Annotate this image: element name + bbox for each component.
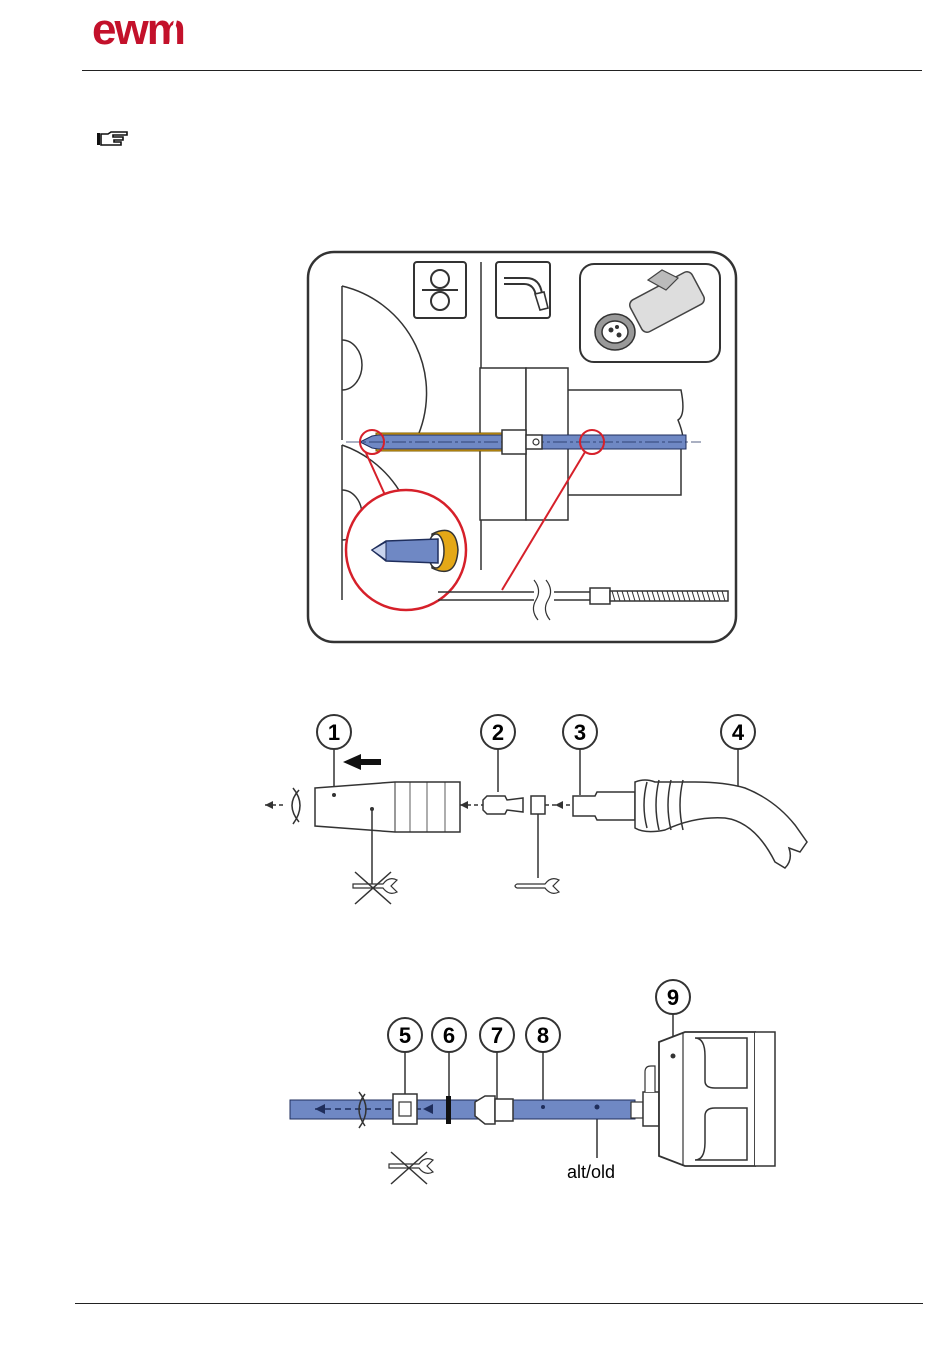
callout-7: 7: [480, 1018, 514, 1052]
callout-3-label: 3: [574, 720, 586, 745]
callout-4-label: 4: [732, 720, 745, 745]
drive-rolls-icon: [414, 262, 466, 318]
ewm-logo: ewm: [92, 6, 222, 48]
liner-insertion-figure: [306, 250, 738, 646]
header-rule: [82, 70, 922, 71]
callout-8-label: 8: [537, 1023, 549, 1048]
callout-3: 3: [563, 715, 597, 749]
wrench-icon: [515, 879, 559, 894]
callout-8: 8: [526, 1018, 560, 1052]
callout-9-label: 9: [667, 985, 679, 1010]
callout-1: 1: [317, 715, 351, 749]
no-wrench-icon: [389, 1152, 433, 1184]
callout-2-label: 2: [492, 720, 504, 745]
old-liner-label: alt/old: [567, 1162, 615, 1182]
callout-4: 4: [721, 715, 755, 749]
callout-5: 5: [388, 1018, 422, 1052]
callout-9: 9: [656, 980, 690, 1014]
torch-neck-icon: [496, 262, 550, 318]
footer-rule: [75, 1303, 923, 1304]
callout-7-label: 7: [491, 1023, 503, 1048]
callout-1-label: 1: [328, 720, 340, 745]
no-wrench-icon: [353, 872, 397, 904]
callout-2: 2: [481, 715, 515, 749]
callout-6-label: 6: [443, 1023, 455, 1048]
callout-5-label: 5: [399, 1023, 411, 1048]
pointing-hand-icon: [96, 130, 130, 148]
connector-plug-photo: [580, 264, 720, 362]
direction-arrow: [343, 754, 381, 770]
torch-disassembly-figure: 1 2 3 4: [255, 710, 815, 910]
liner-removal-figure: 5 6 7 8 9 alt/old: [285, 976, 785, 1196]
callout-6: 6: [432, 1018, 466, 1052]
